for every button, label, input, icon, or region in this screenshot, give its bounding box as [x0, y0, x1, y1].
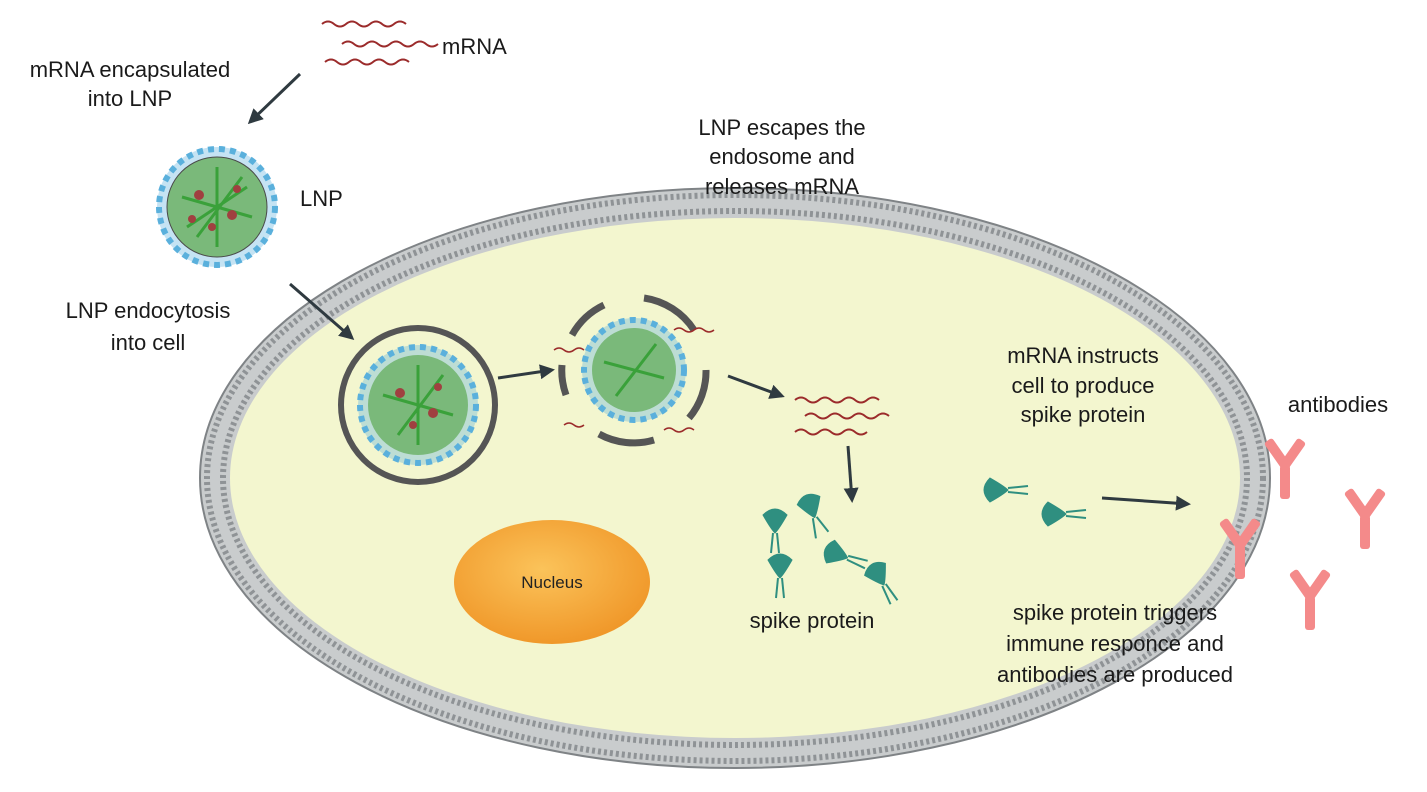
triggers-label-line2: immune responce and — [1006, 631, 1224, 656]
antibodies-label: antibodies — [1288, 392, 1388, 417]
cytoplasm — [230, 218, 1240, 738]
endosome-escaping — [553, 294, 715, 447]
endocytosis-label-line2: into cell — [111, 330, 186, 355]
encapsulated-label-line1: mRNA encapsulated — [30, 57, 231, 82]
arrow-encapsulation — [247, 72, 302, 125]
escape-label-line2: endosome and — [709, 144, 855, 169]
lnp-label: LNP — [300, 186, 343, 211]
mrna-strands-top — [321, 20, 439, 66]
lnp-particle — [156, 146, 278, 268]
antibodies — [1219, 438, 1386, 630]
nucleus-body — [454, 520, 650, 644]
cell-membrane-beads-inner — [220, 208, 1250, 748]
mrna-label: mRNA — [442, 34, 507, 59]
arrow-to-escape — [497, 364, 555, 380]
arrow-to-translation — [843, 445, 859, 503]
instructs-label-line1: mRNA instructs — [1007, 343, 1159, 368]
triggers-label-line1: spike protein triggers — [1013, 600, 1217, 625]
nucleus-label: Nucleus — [521, 573, 582, 592]
instructs-label-line3: spike protein — [1021, 402, 1146, 427]
instructs-label-line2: cell to produce — [1011, 373, 1154, 398]
endocytosis-label-line1: LNP endocytosis — [66, 298, 231, 323]
triggers-label-line3: antibodies are produced — [997, 662, 1233, 687]
escape-label-line3: releases mRNA — [705, 174, 859, 199]
nucleus: Nucleus — [454, 520, 650, 644]
arrow-endocytosis — [289, 282, 355, 340]
mrna-strands-released — [794, 396, 890, 436]
spike-protein-label: spike protein — [750, 608, 875, 633]
escape-label-line1: LNP escapes the — [698, 115, 865, 140]
arrow-to-antibodies — [1101, 495, 1191, 511]
arrow-to-release — [727, 374, 785, 399]
cell-membrane-beads-outer — [204, 192, 1266, 764]
encapsulated-label-line2: into LNP — [88, 86, 172, 111]
spike-proteins — [762, 477, 1087, 605]
endosome — [338, 325, 498, 485]
